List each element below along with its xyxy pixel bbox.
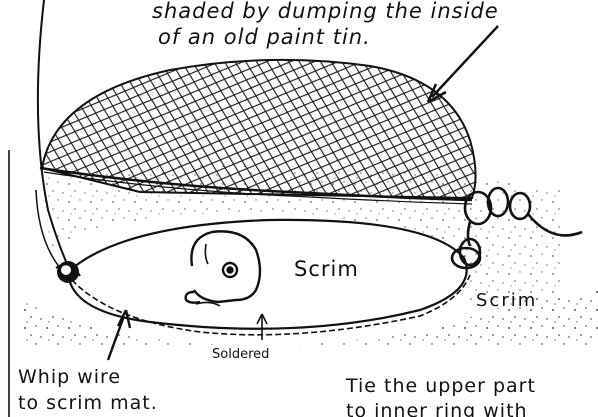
caption-line-2: of an old paint tin. (158, 25, 371, 49)
label-scrim-outer: Scrim (476, 290, 537, 311)
note-right-line-2: to inner ring with (346, 400, 528, 417)
arrow-to-solder (257, 314, 267, 340)
note-left-line-2: to scrim mat. (18, 392, 158, 414)
note-left-line-1: Whip wire (18, 366, 121, 388)
label-soldered: Soldered (212, 347, 269, 362)
caption-line-1: shaded by dumping the inside (152, 0, 499, 23)
note-right-line-1: Tie the upper part (345, 375, 536, 397)
inner-scrim-ring (68, 220, 467, 329)
arrow-to-dome (428, 26, 498, 102)
label-scrim-inner: Scrim (294, 257, 359, 281)
face-sculpture (186, 231, 260, 306)
lower-scrim-mat (72, 275, 470, 335)
